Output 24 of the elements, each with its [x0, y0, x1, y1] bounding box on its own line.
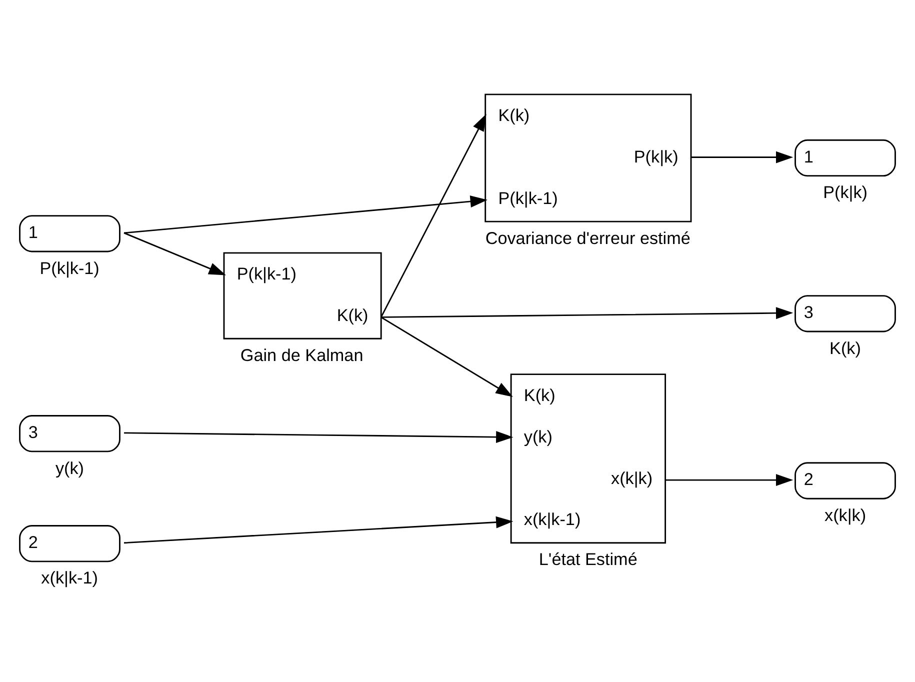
arrow [124, 430, 514, 443]
node-box: 1 [19, 214, 120, 252]
node-label: x(k|k) [824, 504, 866, 524]
node-label: y(k) [55, 457, 84, 478]
arrow [124, 516, 514, 544]
node-box: 3 [19, 414, 120, 452]
node-label: Gain de Kalman [240, 344, 364, 364]
node-box: 3 [794, 294, 896, 332]
node-label: P(k|k) [823, 182, 868, 202]
node-box: 2 [794, 462, 896, 499]
arrow [380, 316, 513, 396]
node-box: 2 [19, 524, 120, 562]
arrow [691, 150, 794, 163]
node-label: P(k|k-1) [40, 257, 100, 278]
node-label: x(k|k-1) [41, 567, 98, 588]
arrow [380, 113, 486, 318]
node-label: L'état Estimé [538, 548, 638, 569]
arrow [665, 474, 794, 486]
node-label: Covariance d'erreur estimé [485, 227, 690, 248]
arrow [381, 306, 794, 319]
arrow [124, 194, 488, 234]
arrow [124, 232, 226, 275]
node-box: 1 [794, 138, 896, 176]
node-label: K(k) [830, 337, 861, 358]
